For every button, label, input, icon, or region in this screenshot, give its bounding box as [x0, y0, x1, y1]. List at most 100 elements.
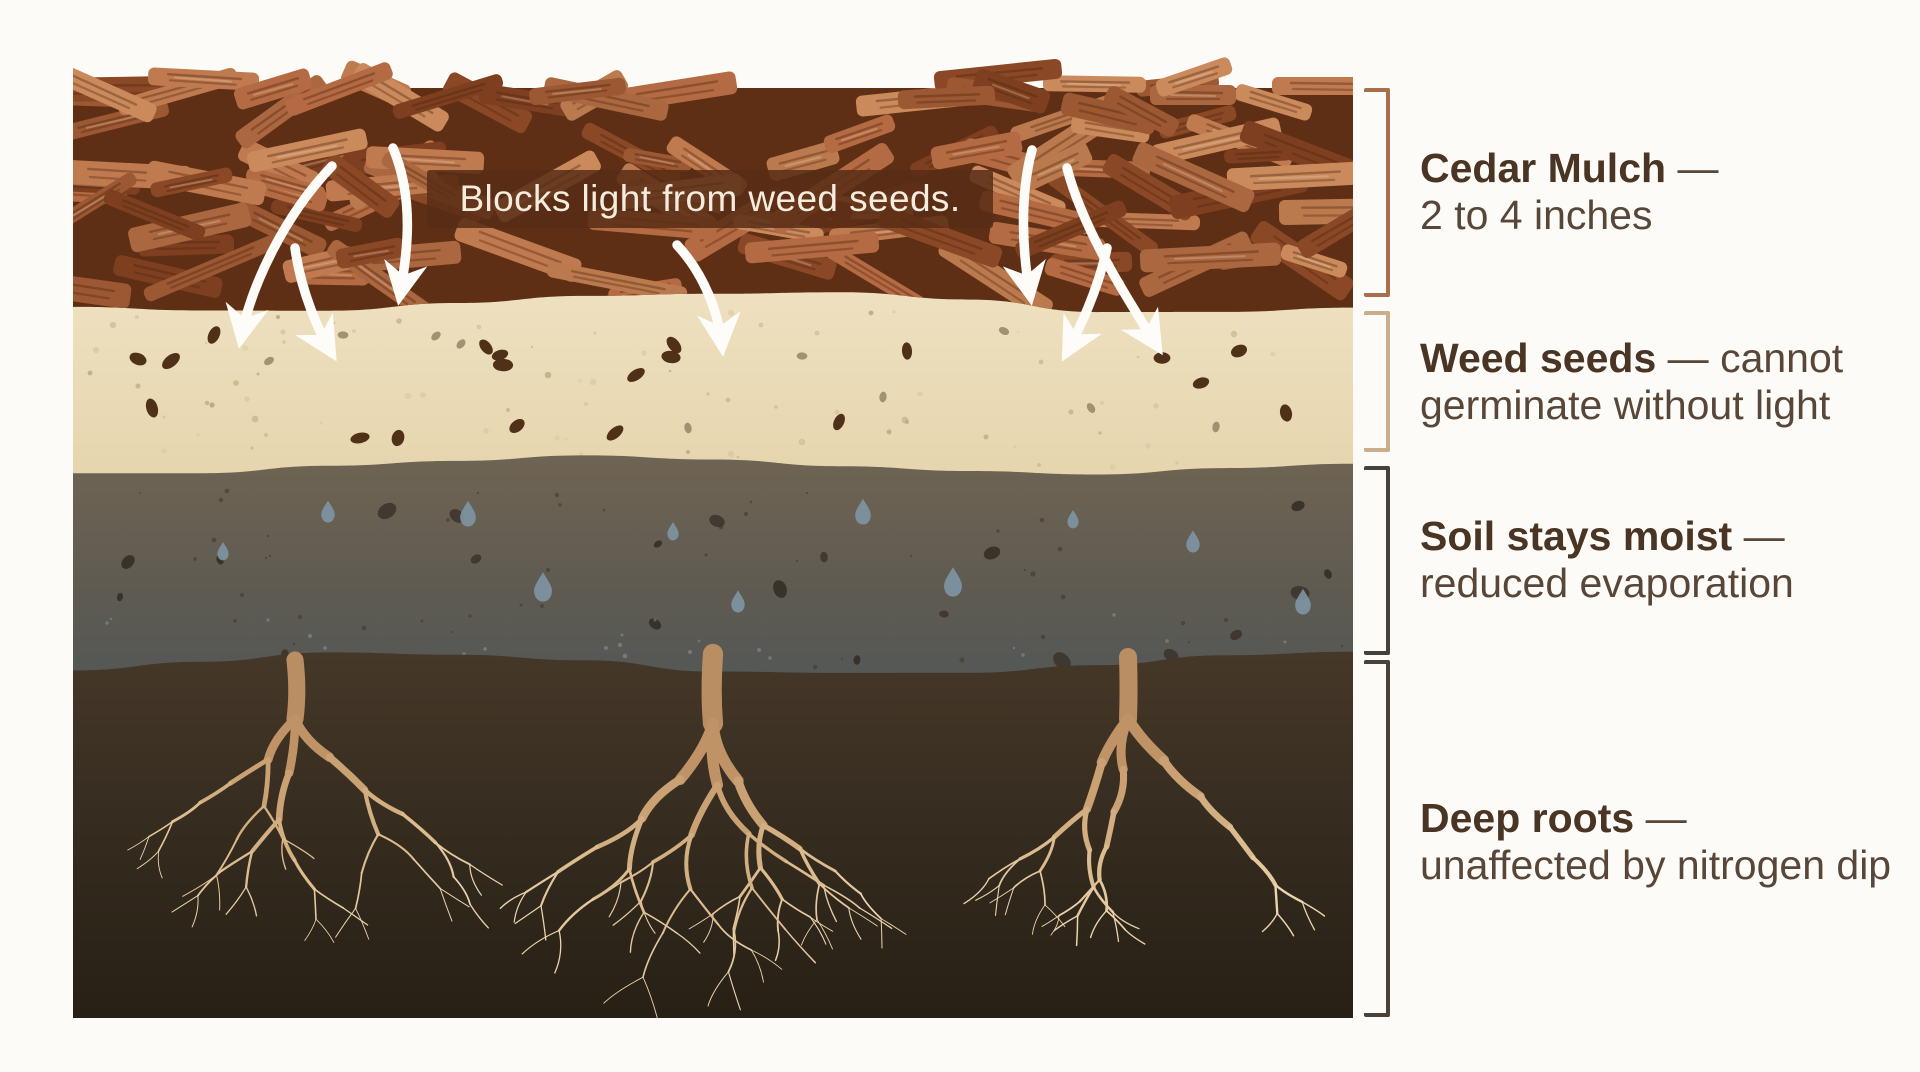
wood-chip	[930, 131, 1023, 170]
wood-chip	[1280, 244, 1348, 278]
weed-seed	[661, 350, 681, 364]
mulch-caption-banner: Blocks light from weed seeds.	[427, 170, 993, 228]
bracket-deep-roots	[1364, 660, 1390, 1017]
wood-chip	[233, 68, 313, 110]
label-soil-moist-line2: reduced evaporation	[1420, 560, 1794, 606]
wood-chip	[73, 270, 132, 309]
water-droplet	[534, 572, 552, 602]
label-soil-moist-dash: —	[1743, 513, 1785, 559]
label-deep-roots-term: Deep roots	[1420, 795, 1635, 841]
weed-seed	[145, 398, 159, 418]
bracket-soil-moist	[1364, 466, 1390, 655]
water-droplet	[1295, 588, 1311, 615]
weed-seed	[492, 358, 514, 372]
wood-chip	[143, 235, 277, 302]
wood-chip	[1234, 84, 1313, 121]
weed-seed	[350, 432, 370, 444]
wood-chip	[823, 114, 896, 154]
label-cedar-mulch: Cedar Mulch — 2 to 4 inches	[1420, 145, 1906, 239]
down-arrow	[384, 143, 428, 306]
weed-seed	[627, 368, 645, 382]
water-droplet	[855, 498, 871, 525]
weed-seed	[1153, 352, 1171, 364]
weed-seed	[666, 336, 682, 354]
wood-chip	[392, 74, 504, 119]
soil-cross-section: Blocks light from weed seeds.	[73, 40, 1353, 1018]
light-blocked-arrows	[225, 143, 1163, 362]
weed-seed	[129, 352, 147, 366]
label-deep-roots-dash: —	[1645, 795, 1687, 841]
label-soil-moist-line1: Soil stays moist —	[1420, 513, 1906, 560]
label-deep-roots-line1: Deep roots —	[1420, 795, 1906, 842]
wood-chip	[247, 128, 368, 173]
label-deep-roots: Deep roots — unaffected by nitrogen dip	[1420, 795, 1906, 889]
bracket-weed-seeds	[1364, 311, 1390, 452]
wood-chip	[335, 237, 406, 269]
label-soil-moist: Soil stays moist — reduced evaporation	[1420, 513, 1906, 607]
weed-seed	[1231, 344, 1247, 358]
bracket-cedar-mulch	[1364, 88, 1390, 297]
wood-chip	[623, 148, 692, 173]
down-arrow	[672, 240, 741, 357]
label-cedar-mulch-dash: —	[1677, 145, 1719, 191]
wood-chip	[1042, 75, 1147, 93]
weed-seed	[606, 425, 624, 441]
label-weed-seeds-line2: germinate without light	[1420, 382, 1831, 428]
wood-chip	[1019, 142, 1093, 191]
weed-seed	[491, 349, 509, 361]
water-droplet	[321, 500, 335, 523]
root-system	[127, 651, 503, 943]
down-arrow	[1002, 145, 1046, 306]
wood-chip	[150, 167, 233, 198]
label-cedar-mulch-line1: Cedar Mulch —	[1420, 145, 1906, 192]
wood-chip	[147, 67, 260, 91]
water-droplet	[460, 500, 476, 527]
wood-chip	[1015, 200, 1127, 259]
wood-chip	[103, 189, 206, 241]
label-soil-moist-term: Soil stays moist	[1420, 513, 1733, 559]
root-system	[963, 648, 1326, 947]
weed-seed	[162, 353, 180, 369]
weed-seed	[509, 419, 525, 433]
wood-chip	[546, 261, 688, 303]
water-droplet	[944, 567, 962, 597]
wood-chip	[73, 56, 157, 123]
mulch-caption-text: Blocks light from weed seeds.	[459, 178, 961, 219]
wood-chip	[897, 85, 996, 110]
label-cedar-mulch-term: Cedar Mulch	[1420, 145, 1667, 191]
water-droplet	[1067, 510, 1079, 529]
water-droplet	[667, 522, 679, 541]
water-droplet	[731, 590, 745, 613]
label-cedar-mulch-line2: 2 to 4 inches	[1420, 192, 1653, 238]
water-droplet	[217, 542, 229, 561]
wood-chip	[1132, 142, 1255, 213]
wood-chip	[285, 62, 393, 116]
weed-seed	[1279, 404, 1293, 422]
weed-seed	[833, 413, 845, 431]
deep-soil-layer	[73, 643, 1353, 1018]
down-arrow	[1061, 243, 1112, 362]
wood-chip	[1272, 77, 1353, 95]
weed-seed	[479, 339, 493, 355]
weed-seed	[207, 326, 221, 344]
weed-seed	[391, 429, 405, 447]
wood-chip	[972, 68, 1051, 114]
water-droplet	[1186, 530, 1200, 553]
wood-chip	[1297, 200, 1353, 259]
root-system	[499, 643, 907, 1018]
down-arrow	[290, 243, 337, 362]
wood-chip	[1223, 146, 1293, 164]
wood-chip	[1139, 242, 1282, 273]
label-weed-seeds-rest: — cannot	[1667, 335, 1844, 381]
weed-seed	[1192, 377, 1210, 389]
label-deep-roots-line2: unaffected by nitrogen dip	[1420, 842, 1892, 888]
weed-seed	[901, 342, 913, 360]
down-arrow	[225, 161, 337, 349]
wood-chip	[1155, 57, 1233, 97]
wood-chip	[1103, 85, 1179, 137]
wood-chip	[321, 153, 400, 218]
wood-chip	[529, 77, 627, 106]
label-weed-seeds: Weed seeds — cannot germinate without li…	[1420, 335, 1906, 429]
label-weed-seeds-term: Weed seeds	[1420, 335, 1657, 381]
